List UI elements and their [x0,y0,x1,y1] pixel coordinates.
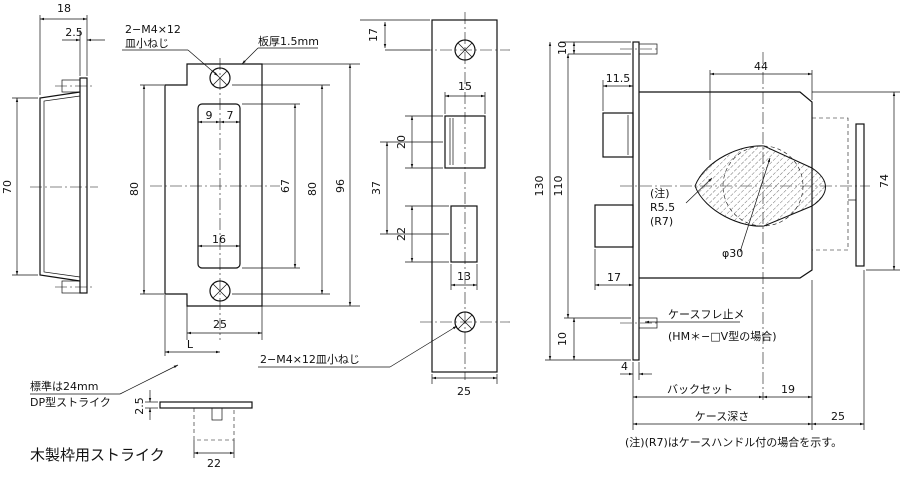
dim-70-label: 70 [1,180,14,194]
lc-note-r7: (R7) [650,215,673,228]
dim-L-label: L [187,338,194,351]
lc-case-depth-label: ケース深さ [695,410,749,423]
plate-thickness-label: 板厚1.5mm [258,34,319,48]
lc-case-stop-model: (HM＊−□V型の場合) [668,329,776,343]
lc-dim-130-label: 130 [533,176,546,197]
screw-note-line2: 皿小ねじ [125,37,169,50]
fp-dim-13-label: 13 [457,270,471,283]
lc-dim-10-top-label: 10 [556,41,569,55]
dim-7-label: 7 [227,109,234,122]
dim-80-right-label: 80 [306,182,319,196]
fp-dim-17-label: 17 [367,28,380,42]
strike-note-line2: DP型ストライク [30,395,111,409]
lc-dim-74-label: 74 [878,174,891,188]
lc-dim-110-label: 110 [552,176,565,197]
lc-dim-10-bottom-label: 10 [556,332,569,346]
lockcase-view [545,41,900,430]
lc-dim-11-5-label: 11.5 [606,72,631,85]
faceplate-view [258,12,510,384]
dim-16-label: 16 [212,233,226,246]
lc-dim-25-label: 25 [831,410,845,423]
dim-96-label: 96 [334,179,347,193]
lc-note-chu: (注) [650,186,670,200]
figure-title: 木製枠用ストライク [30,446,165,464]
lc-note-r55: R5.5 [650,201,675,214]
lc-case-stop-label: ケースフレ止メ [668,308,744,321]
dim-2-5-label: 2.5 [65,26,83,39]
fp-dim-25-label: 25 [457,385,471,398]
lc-dim-4-label: 4 [621,360,628,373]
strike-bottom-view [30,364,253,458]
lc-footnote: (注)(R7)はケースハンドル付の場合を示す。 [625,435,842,449]
lc-dim-19-label: 19 [781,383,795,396]
strike-front-view [122,47,360,356]
bottom-dim-22-label: 22 [207,457,221,470]
fp-dim-22-label: 22 [395,227,408,241]
dim-25-label: 25 [213,318,227,331]
fp-dim-15-label: 15 [458,80,472,93]
dim-67-label: 67 [279,179,292,193]
lc-dim-17-label: 17 [607,271,621,284]
lc-backset-label: バックセット [667,383,733,396]
screw-note-line1: 2−M4×12 [125,23,181,36]
dim-9-label: 9 [206,109,213,122]
fp-dim-37-label: 37 [370,181,383,195]
lc-dim-phi30-label: φ30 [722,247,743,260]
strike-note-line1: 標準は24mm [30,379,98,393]
dim-80-left-label: 80 [128,182,141,196]
lc-dim-44-label: 44 [754,60,768,73]
strike-side-view [12,15,105,294]
fp-screw-note: 2−M4×12皿小ねじ [260,353,360,366]
dim-18-label: 18 [57,2,71,15]
bottom-dim-2-5-label: 2.5 [133,397,146,415]
fp-dim-20-label: 20 [395,135,408,149]
